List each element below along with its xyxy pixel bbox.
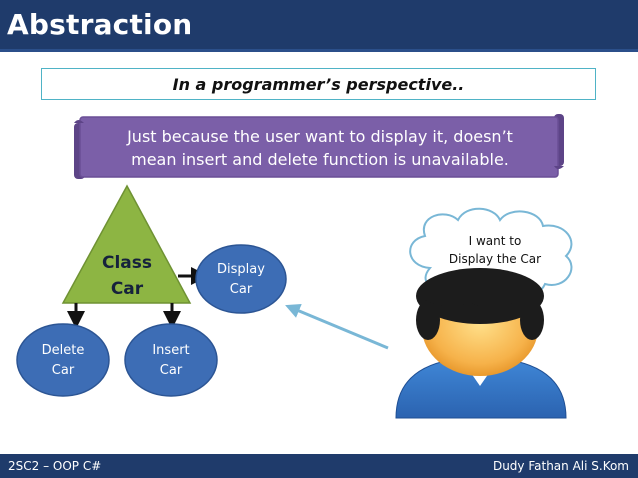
delete-label-line-2: Car xyxy=(51,363,75,378)
insert-car-ellipse xyxy=(124,323,218,397)
user-to-display-arrow xyxy=(285,303,389,350)
callout-text: Just because the user want to display it… xyxy=(86,120,554,176)
callout-line-1: Just because the user want to display it… xyxy=(127,127,513,146)
subtitle-text: In a programmer’s perspective.. xyxy=(172,74,465,94)
user-avatar xyxy=(395,268,567,419)
footer-course: 2SC2 – OOP C# xyxy=(8,459,102,473)
thought-line-1: I want to xyxy=(468,234,522,248)
title-bar: Abstraction xyxy=(0,0,638,52)
delete-car-ellipse xyxy=(16,323,110,397)
display-label-line-1: Display xyxy=(217,262,265,277)
insert-label-line-1: Insert xyxy=(152,343,190,358)
footer-author: Dudy Fathan Ali S.Kom xyxy=(492,459,629,473)
class-label-line-1: Class xyxy=(101,253,152,273)
display-car-ellipse xyxy=(195,244,287,314)
slide-title: Abstraction xyxy=(7,8,193,41)
class-label-line-2: Car xyxy=(110,279,144,299)
subtitle-box: In a programmer’s perspective.. xyxy=(41,68,596,100)
callout-line-2: mean insert and delete function is unava… xyxy=(131,150,509,169)
footer-bar: 2SC2 – OOP C# Dudy Fathan Ali S.Kom xyxy=(0,454,638,478)
delete-car-label: Delete Car xyxy=(22,341,104,381)
class-car-label: Class Car xyxy=(82,250,172,302)
display-label-line-2: Car xyxy=(229,282,253,297)
class-triangle xyxy=(61,184,192,304)
thought-line-2: Display the Car xyxy=(448,252,542,266)
scroll-callout xyxy=(74,114,564,179)
insert-car-label: Insert Car xyxy=(130,341,212,381)
insert-label-line-2: Car xyxy=(159,363,183,378)
delete-label-line-1: Delete xyxy=(41,343,85,358)
thought-text: I want to Display the Car xyxy=(425,232,565,268)
display-car-label: Display Car xyxy=(205,260,277,300)
